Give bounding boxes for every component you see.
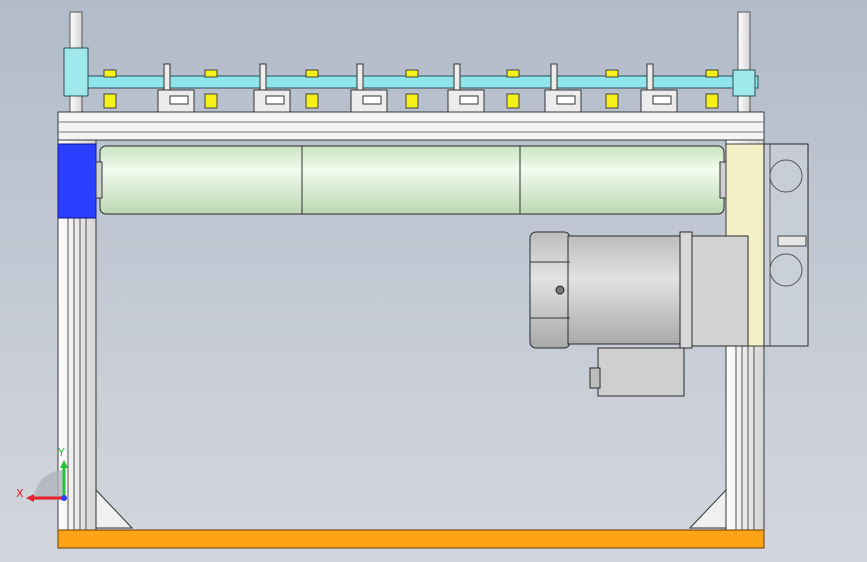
shaft-collar-left [63,47,89,97]
triad-x-label: X [16,487,24,500]
right-gusset [688,488,727,529]
end-block [57,143,97,219]
roller-cylinder [99,145,725,215]
base-plate [57,529,765,549]
view-orientation-triad: X Y [16,446,68,502]
gear-motor [529,231,749,397]
left-gusset [95,488,134,529]
top-crossbeam [57,111,765,141]
clamp-assemblies [157,63,678,113]
triad-y-label: Y [57,446,65,459]
right-rod [737,11,751,113]
bearing-blocks [103,69,719,109]
shaft-collar-right [732,69,756,97]
